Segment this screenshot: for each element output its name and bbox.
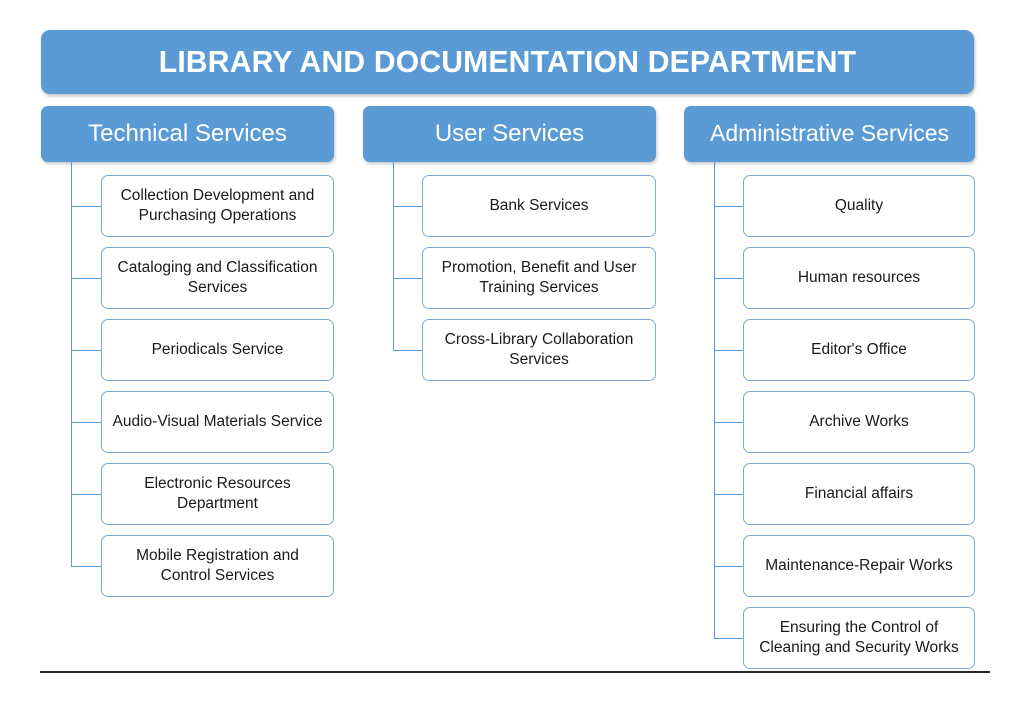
connector-trunk-technical-services — [71, 162, 72, 566]
connector-stub — [71, 422, 101, 423]
node-label: Maintenance-Repair Works — [765, 557, 953, 575]
node-label: Ensuring the Control of Cleaning and Sec… — [759, 619, 959, 656]
node-label: Promotion, Benefit and User Training Ser… — [441, 259, 637, 296]
root-node-library-and-documentation-department[interactable]: LIBRARY AND DOCUMENTATION DEPARTMENT — [41, 30, 974, 94]
column-header-label: User Services — [434, 119, 585, 147]
connector-stub — [71, 278, 101, 279]
node-audio-visual-materials-service[interactable]: Audio-Visual Materials Service — [101, 391, 334, 453]
root-node-label: LIBRARY AND DOCUMENTATION DEPARTMENT — [158, 43, 857, 79]
connector-stub — [714, 422, 743, 423]
node-maintenance-repair-works[interactable]: Maintenance-Repair Works — [743, 535, 975, 597]
node-label: Archive Works — [809, 413, 909, 431]
node-financial-affairs[interactable]: Financial affairs — [743, 463, 975, 525]
column-header-label: Technical Services — [88, 119, 287, 147]
connector-stub — [393, 278, 422, 279]
node-cross-library-collaboration-services[interactable]: Cross-Library Collaboration Services — [422, 319, 656, 381]
node-label: Periodicals Service — [151, 341, 284, 359]
connector-stub — [71, 566, 101, 567]
column-header-technical-services[interactable]: Technical Services — [41, 106, 334, 162]
connector-stub — [714, 206, 743, 207]
connector-stub — [71, 350, 101, 351]
node-label: Audio-Visual Materials Service — [112, 413, 323, 431]
node-promotion-benefit-and-user-training-services[interactable]: Promotion, Benefit and User Training Ser… — [422, 247, 656, 309]
connector-stub — [714, 638, 743, 639]
node-label: Cross-Library Collaboration Services — [444, 331, 634, 368]
connector-stub — [71, 206, 101, 207]
bottom-divider-rule — [40, 671, 990, 673]
column-header-label: Administrative Services — [709, 120, 950, 147]
node-archive-works[interactable]: Archive Works — [743, 391, 975, 453]
node-label: Financial affairs — [804, 485, 914, 503]
connector-stub — [714, 350, 743, 351]
node-label: Mobile Registration and Control Services — [136, 547, 299, 584]
column-header-user-services[interactable]: User Services — [363, 106, 656, 162]
node-label: Electronic Resources Department — [144, 475, 291, 512]
column-header-administrative-services[interactable]: Administrative Services — [684, 106, 975, 162]
connector-stub — [714, 278, 743, 279]
connector-stub — [393, 206, 422, 207]
connector-stub — [393, 350, 422, 351]
node-mobile-registration-and-control-services[interactable]: Mobile Registration and Control Services — [101, 535, 334, 597]
connector-trunk-user-services — [393, 162, 394, 350]
node-cataloging-and-classification-services[interactable]: Cataloging and Classification Services — [101, 247, 334, 309]
node-electronic-resources-department[interactable]: Electronic Resources Department — [101, 463, 334, 525]
node-periodicals-service[interactable]: Periodicals Service — [101, 319, 334, 381]
node-label: Collection Development and Purchasing Op… — [120, 187, 315, 224]
node-bank-services[interactable]: Bank Services — [422, 175, 656, 237]
node-quality[interactable]: Quality — [743, 175, 975, 237]
node-label: Human resources — [797, 269, 921, 287]
connector-stub — [71, 494, 101, 495]
node-label: Bank Services — [489, 197, 589, 215]
connector-stub — [714, 494, 743, 495]
node-label: Cataloging and Classification Services — [117, 259, 318, 296]
node-human-resources[interactable]: Human resources — [743, 247, 975, 309]
node-label: Editor's Office — [811, 341, 907, 359]
connector-stub — [714, 566, 743, 567]
node-ensuring-the-control-of-cleaning-and-security-wo[interactable]: Ensuring the Control of Cleaning and Sec… — [743, 607, 975, 669]
node-label: Quality — [834, 197, 884, 215]
connector-trunk-administrative-services — [714, 162, 715, 638]
node-editor-s-office[interactable]: Editor's Office — [743, 319, 975, 381]
node-collection-development-and-purchasing-operations[interactable]: Collection Development and Purchasing Op… — [101, 175, 334, 237]
